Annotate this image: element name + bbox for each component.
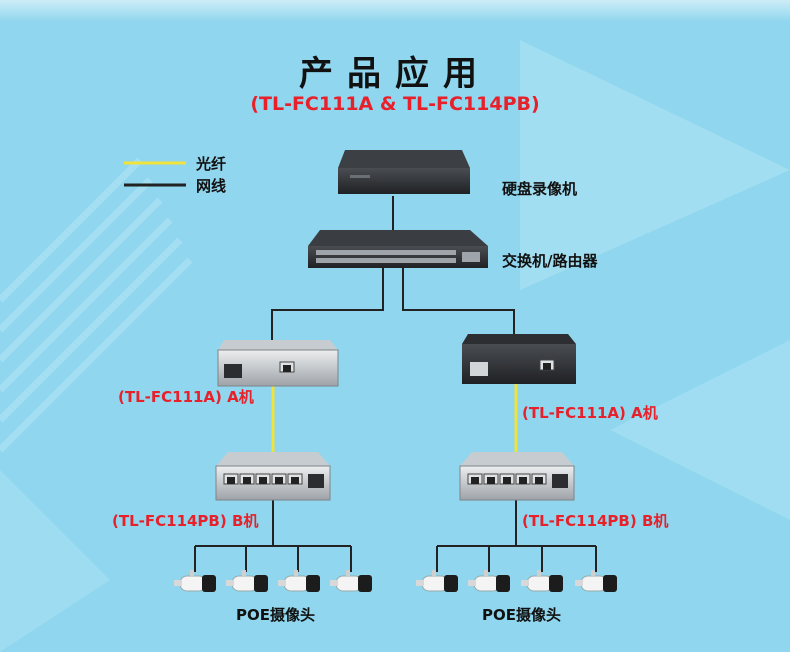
left-a-label: (TL-FC111A) A机 bbox=[118, 388, 254, 406]
nvr-label: 硬盘录像机 bbox=[502, 180, 578, 198]
bg-stripes bbox=[0, 157, 193, 453]
fiber-cables bbox=[271, 384, 518, 452]
right-b-device bbox=[459, 452, 575, 501]
bg-triangle bbox=[520, 40, 790, 290]
legend-fiber-label: 光纤 bbox=[196, 155, 227, 173]
right-camera-label: POE摄像头 bbox=[482, 606, 561, 624]
page-title: 产品应用 bbox=[299, 54, 491, 94]
left-b-label: (TL-FC114PB) B机 bbox=[112, 512, 259, 530]
left-camera-label: POE摄像头 bbox=[236, 606, 315, 624]
switch-label: 交换机/路由器 bbox=[502, 252, 598, 270]
left-a-device bbox=[217, 340, 339, 387]
nvr-device bbox=[338, 150, 470, 194]
bg-triangle bbox=[0, 470, 110, 652]
page-subtitle: (TL-FC111A & TL-FC114PB) bbox=[250, 93, 540, 115]
left-b-device bbox=[215, 452, 331, 501]
bg-triangle bbox=[610, 340, 790, 520]
legend-cable-label: 网线 bbox=[196, 177, 227, 195]
network-cables bbox=[194, 196, 597, 572]
right-b-label: (TL-FC114PB) B机 bbox=[522, 512, 669, 530]
switch-device bbox=[308, 230, 488, 268]
right-a-label: (TL-FC111A) A机 bbox=[522, 404, 658, 422]
right-a-device bbox=[462, 334, 576, 384]
